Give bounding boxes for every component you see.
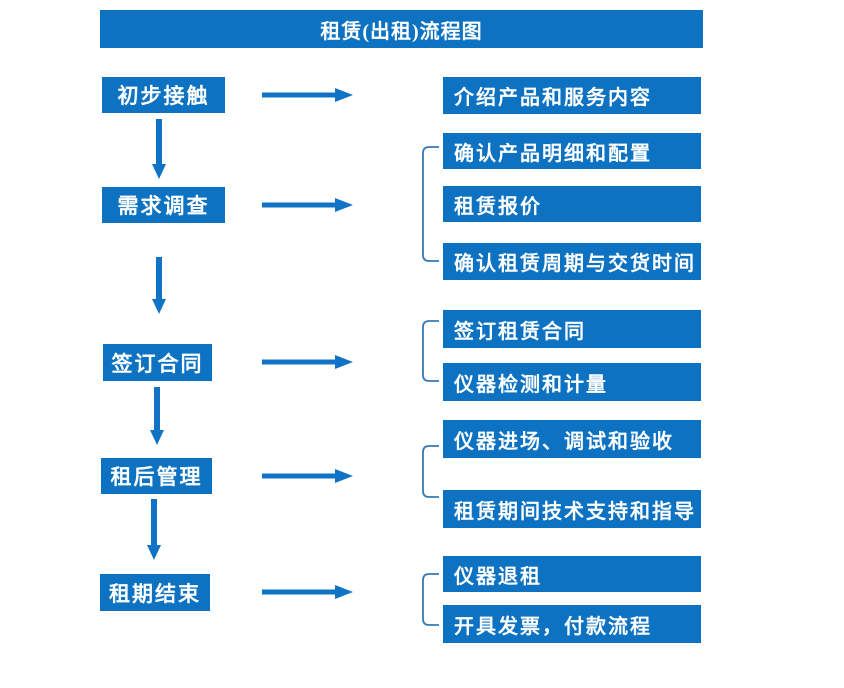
detail-box-tech-support: 租赁期间技术支持和指导 xyxy=(443,490,701,528)
detail-box-confirm-details: 确认产品明细和配置 xyxy=(443,133,701,169)
right-arrow-icon xyxy=(262,468,354,484)
group-bracket-sign-contract xyxy=(419,320,441,382)
detail-box-rental-quote: 租赁报价 xyxy=(443,186,701,222)
right-arrow-icon xyxy=(262,354,354,370)
right-arrow-icon xyxy=(262,584,354,600)
down-arrow-icon xyxy=(146,499,162,561)
detail-box-instrument-onsite: 仪器进场、调试和验收 xyxy=(443,420,701,458)
down-arrow-icon xyxy=(149,387,165,446)
detail-box-instrument-return: 仪器退租 xyxy=(443,556,701,592)
detail-box-sign-rental-contract: 签订租赁合同 xyxy=(443,310,701,348)
down-arrow-icon xyxy=(151,119,167,180)
detail-box-instrument-testing: 仪器检测和计量 xyxy=(443,363,701,401)
right-arrow-icon xyxy=(262,87,354,103)
down-arrow-icon xyxy=(151,257,167,315)
group-bracket-rental-end xyxy=(419,573,441,626)
stage-box-sign-contract: 签订合同 xyxy=(103,344,212,381)
flowchart-title: 租赁(出租)流程图 xyxy=(100,10,703,48)
detail-box-invoice-payment: 开具发票，付款流程 xyxy=(443,605,701,643)
detail-box-introduce-products: 介绍产品和服务内容 xyxy=(443,77,701,114)
group-bracket-demand-survey xyxy=(419,146,441,262)
stage-box-rental-end: 租期结束 xyxy=(100,574,210,611)
stage-box-demand-survey: 需求调查 xyxy=(102,187,225,223)
group-bracket-post-rental xyxy=(419,445,441,498)
right-arrow-icon xyxy=(262,197,354,213)
stage-box-post-rental-management: 租后管理 xyxy=(101,458,212,494)
stage-box-initial-contact: 初步接触 xyxy=(102,77,225,113)
detail-box-confirm-period-delivery: 确认租赁周期与交货时间 xyxy=(443,243,701,280)
